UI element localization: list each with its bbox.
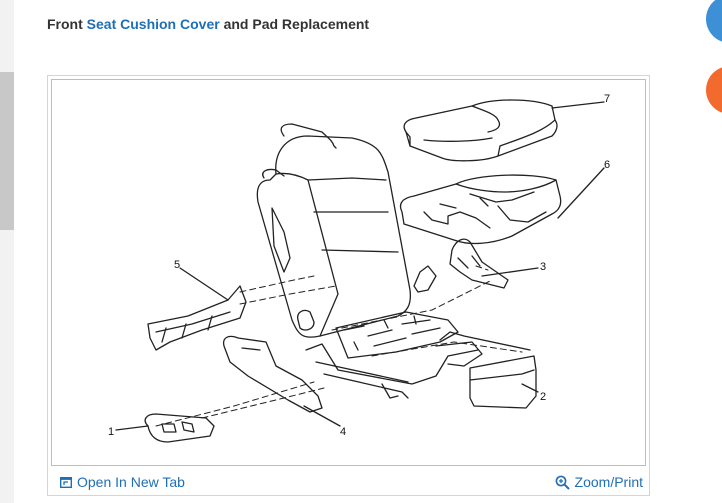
title-link[interactable]: Seat Cushion Cover	[86, 16, 220, 32]
seat-frame	[297, 265, 483, 399]
left-scrollbar[interactable]	[0, 0, 14, 503]
open-in-new-tab-label: Open In New Tab	[77, 474, 185, 490]
callout-5: 5	[174, 259, 180, 271]
new-tab-icon	[60, 476, 72, 488]
floating-action-button-blue[interactable]	[706, 0, 722, 43]
callout-2: 2	[540, 391, 546, 403]
title-suffix: and Pad Replacement	[223, 16, 370, 32]
callout-3: 3	[540, 261, 546, 273]
part-1-switch-bezel	[144, 413, 215, 443]
zoom-print-link[interactable]: Zoom/Print	[555, 474, 643, 490]
callout-4: 4	[340, 426, 346, 438]
zoom-print-label: Zoom/Print	[574, 474, 643, 490]
open-in-new-tab-link[interactable]: Open In New Tab	[60, 474, 185, 490]
zoom-icon	[555, 475, 570, 490]
part-6-cushion-cover	[399, 174, 562, 245]
seat-back	[256, 123, 412, 338]
title-prefix: Front	[47, 16, 83, 32]
callout-6: 6	[604, 159, 610, 171]
part-7-cushion-pad	[403, 99, 558, 162]
floating-action-button-orange[interactable]	[706, 66, 722, 114]
seat-exploded-view: 1 2 3 4 5 6 7	[108, 93, 610, 443]
figure-footer: Open In New Tab Zoom/Print	[48, 467, 649, 495]
callout-7: 7	[604, 93, 610, 105]
part-4-outer-trim	[222, 335, 323, 413]
left-scrollbar-thumb[interactable]	[0, 72, 14, 230]
part-3-bracket	[449, 238, 509, 289]
callout-1: 1	[108, 426, 114, 438]
page-title: Front Seat Cushion Cover and Pad Replace…	[47, 16, 369, 32]
part-2-front-trim	[439, 331, 537, 409]
figure-panel: 1 2 3 4 5 6 7 Open In New Tab	[47, 75, 650, 496]
seat-diagram: 1 2 3 4 5 6 7	[51, 79, 646, 466]
part-5-cushion-frame	[147, 285, 247, 351]
